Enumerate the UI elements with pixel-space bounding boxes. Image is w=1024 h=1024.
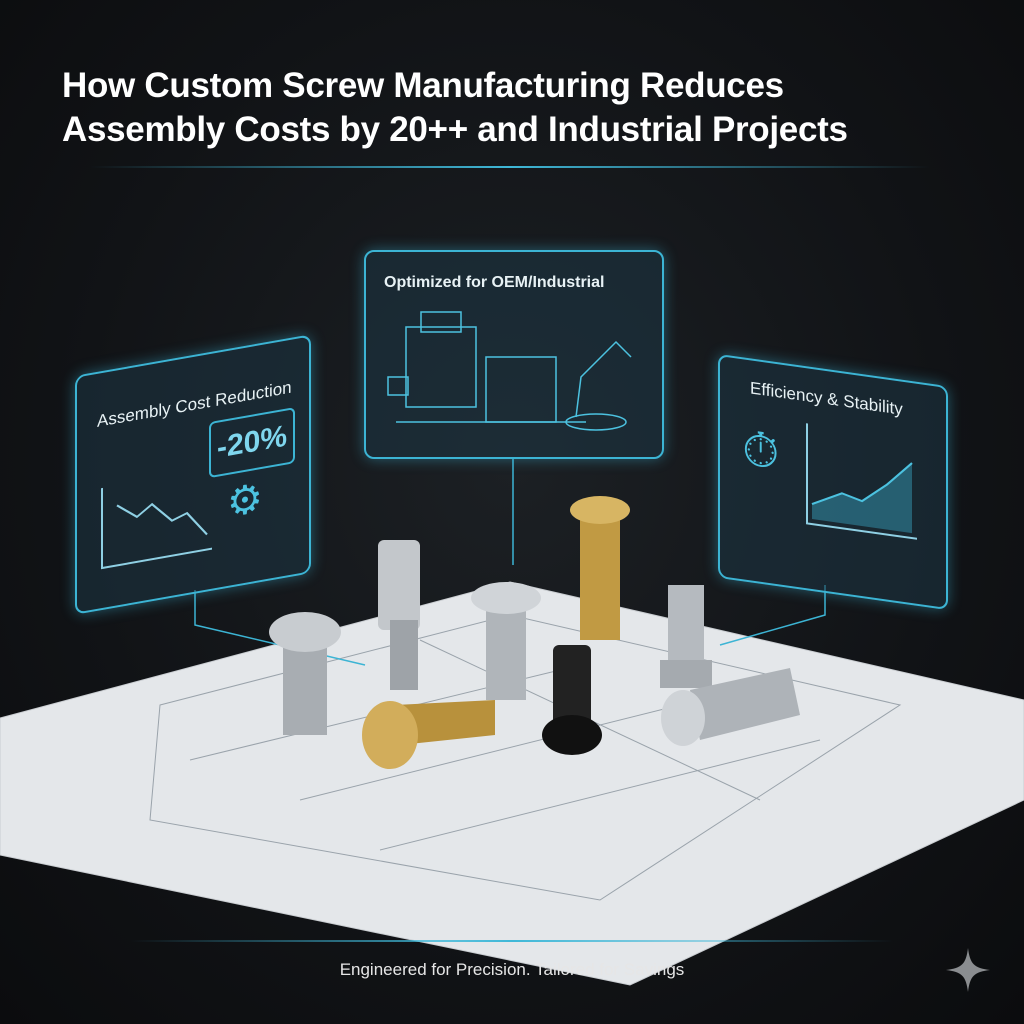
title-line-2: Assembly Costs by 20++ and Industrial Pr…: [62, 110, 848, 149]
cost-reduction-badge: -20%: [209, 407, 295, 479]
sparkle-icon: [946, 948, 990, 992]
area-chart-up-icon: [806, 423, 917, 540]
screw-steel-pan-head: [269, 612, 341, 735]
line-chart-down-icon: [101, 487, 212, 570]
efficiency-stability-panel: Efficiency & Stability ⏱: [718, 353, 948, 611]
assembly-cost-panel: Assembly Cost Reduction -20% ⚙: [75, 334, 311, 615]
screw-brass-long: [570, 496, 630, 640]
industrial-machine-robot-arm-icon: [387, 311, 632, 431]
screw-brass-lying: [362, 700, 495, 769]
gears-wrench-icon: ⚙: [227, 475, 263, 527]
oem-industrial-panel: Optimized for OEM/Industrial: [364, 250, 664, 459]
title-divider: [90, 166, 930, 168]
footer-tagline: Engineered for Precision. Tailored for S…: [339, 960, 685, 979]
title-line-1: How Custom Screw Manufacturing Reduces: [62, 66, 784, 105]
page-title: How Custom Screw Manufacturing Reduces A…: [62, 64, 962, 152]
screw-slotted-pin: [378, 540, 420, 690]
screw-steel-lying: [661, 668, 800, 746]
screw-steel-hex: [660, 585, 712, 688]
footer-divider: [130, 940, 894, 942]
oem-industrial-title: Optimized for OEM/Industrial: [384, 274, 605, 291]
stopwatch-icon: ⏱: [742, 422, 780, 481]
screw-black: [542, 645, 602, 755]
screw-steel-socket: [471, 582, 541, 700]
efficiency-stability-title: Efficiency & Stability: [750, 378, 903, 419]
cost-reduction-value: -20%: [216, 419, 288, 465]
